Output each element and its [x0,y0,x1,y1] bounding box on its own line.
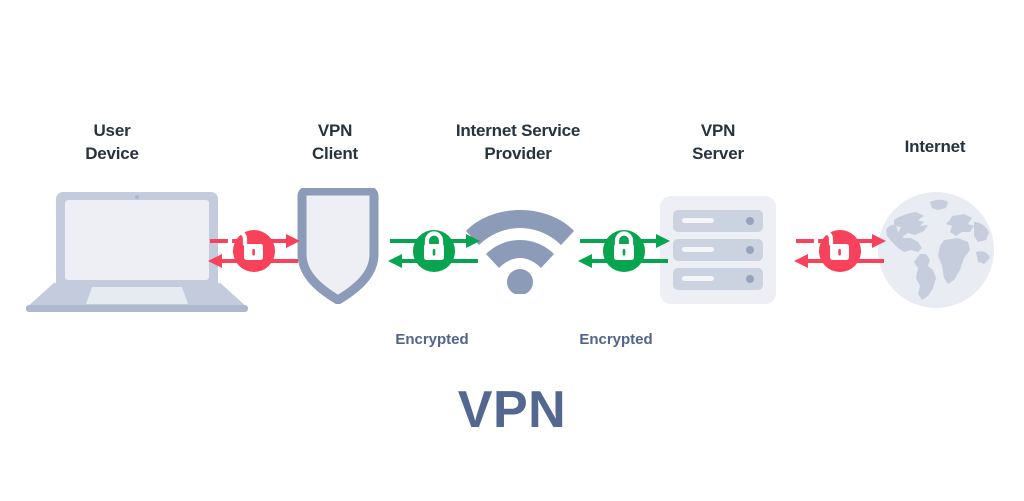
node-label-isp: Internet Service Provider [455,121,581,163]
globe-icon [878,192,994,313]
page-title: VPN [457,381,567,439]
shield-icon [296,186,380,309]
node-label-user-device: User Device [85,121,139,163]
connector-link-4 [794,228,886,279]
server-icon [660,196,776,304]
connector-link-2 [388,228,480,279]
connector-link-3 [578,228,670,279]
caption-encrypted-left: Encrypted [395,331,469,348]
laptop-icon [26,192,248,314]
wifi-icon [466,198,574,299]
node-label-internet: Internet [904,137,966,156]
caption-encrypted-right: Encrypted [579,331,653,348]
node-label-vpn-client: VPN Client [311,121,359,163]
node-label-vpn-server: VPN Server [692,121,744,163]
connector-link-1 [208,228,300,279]
